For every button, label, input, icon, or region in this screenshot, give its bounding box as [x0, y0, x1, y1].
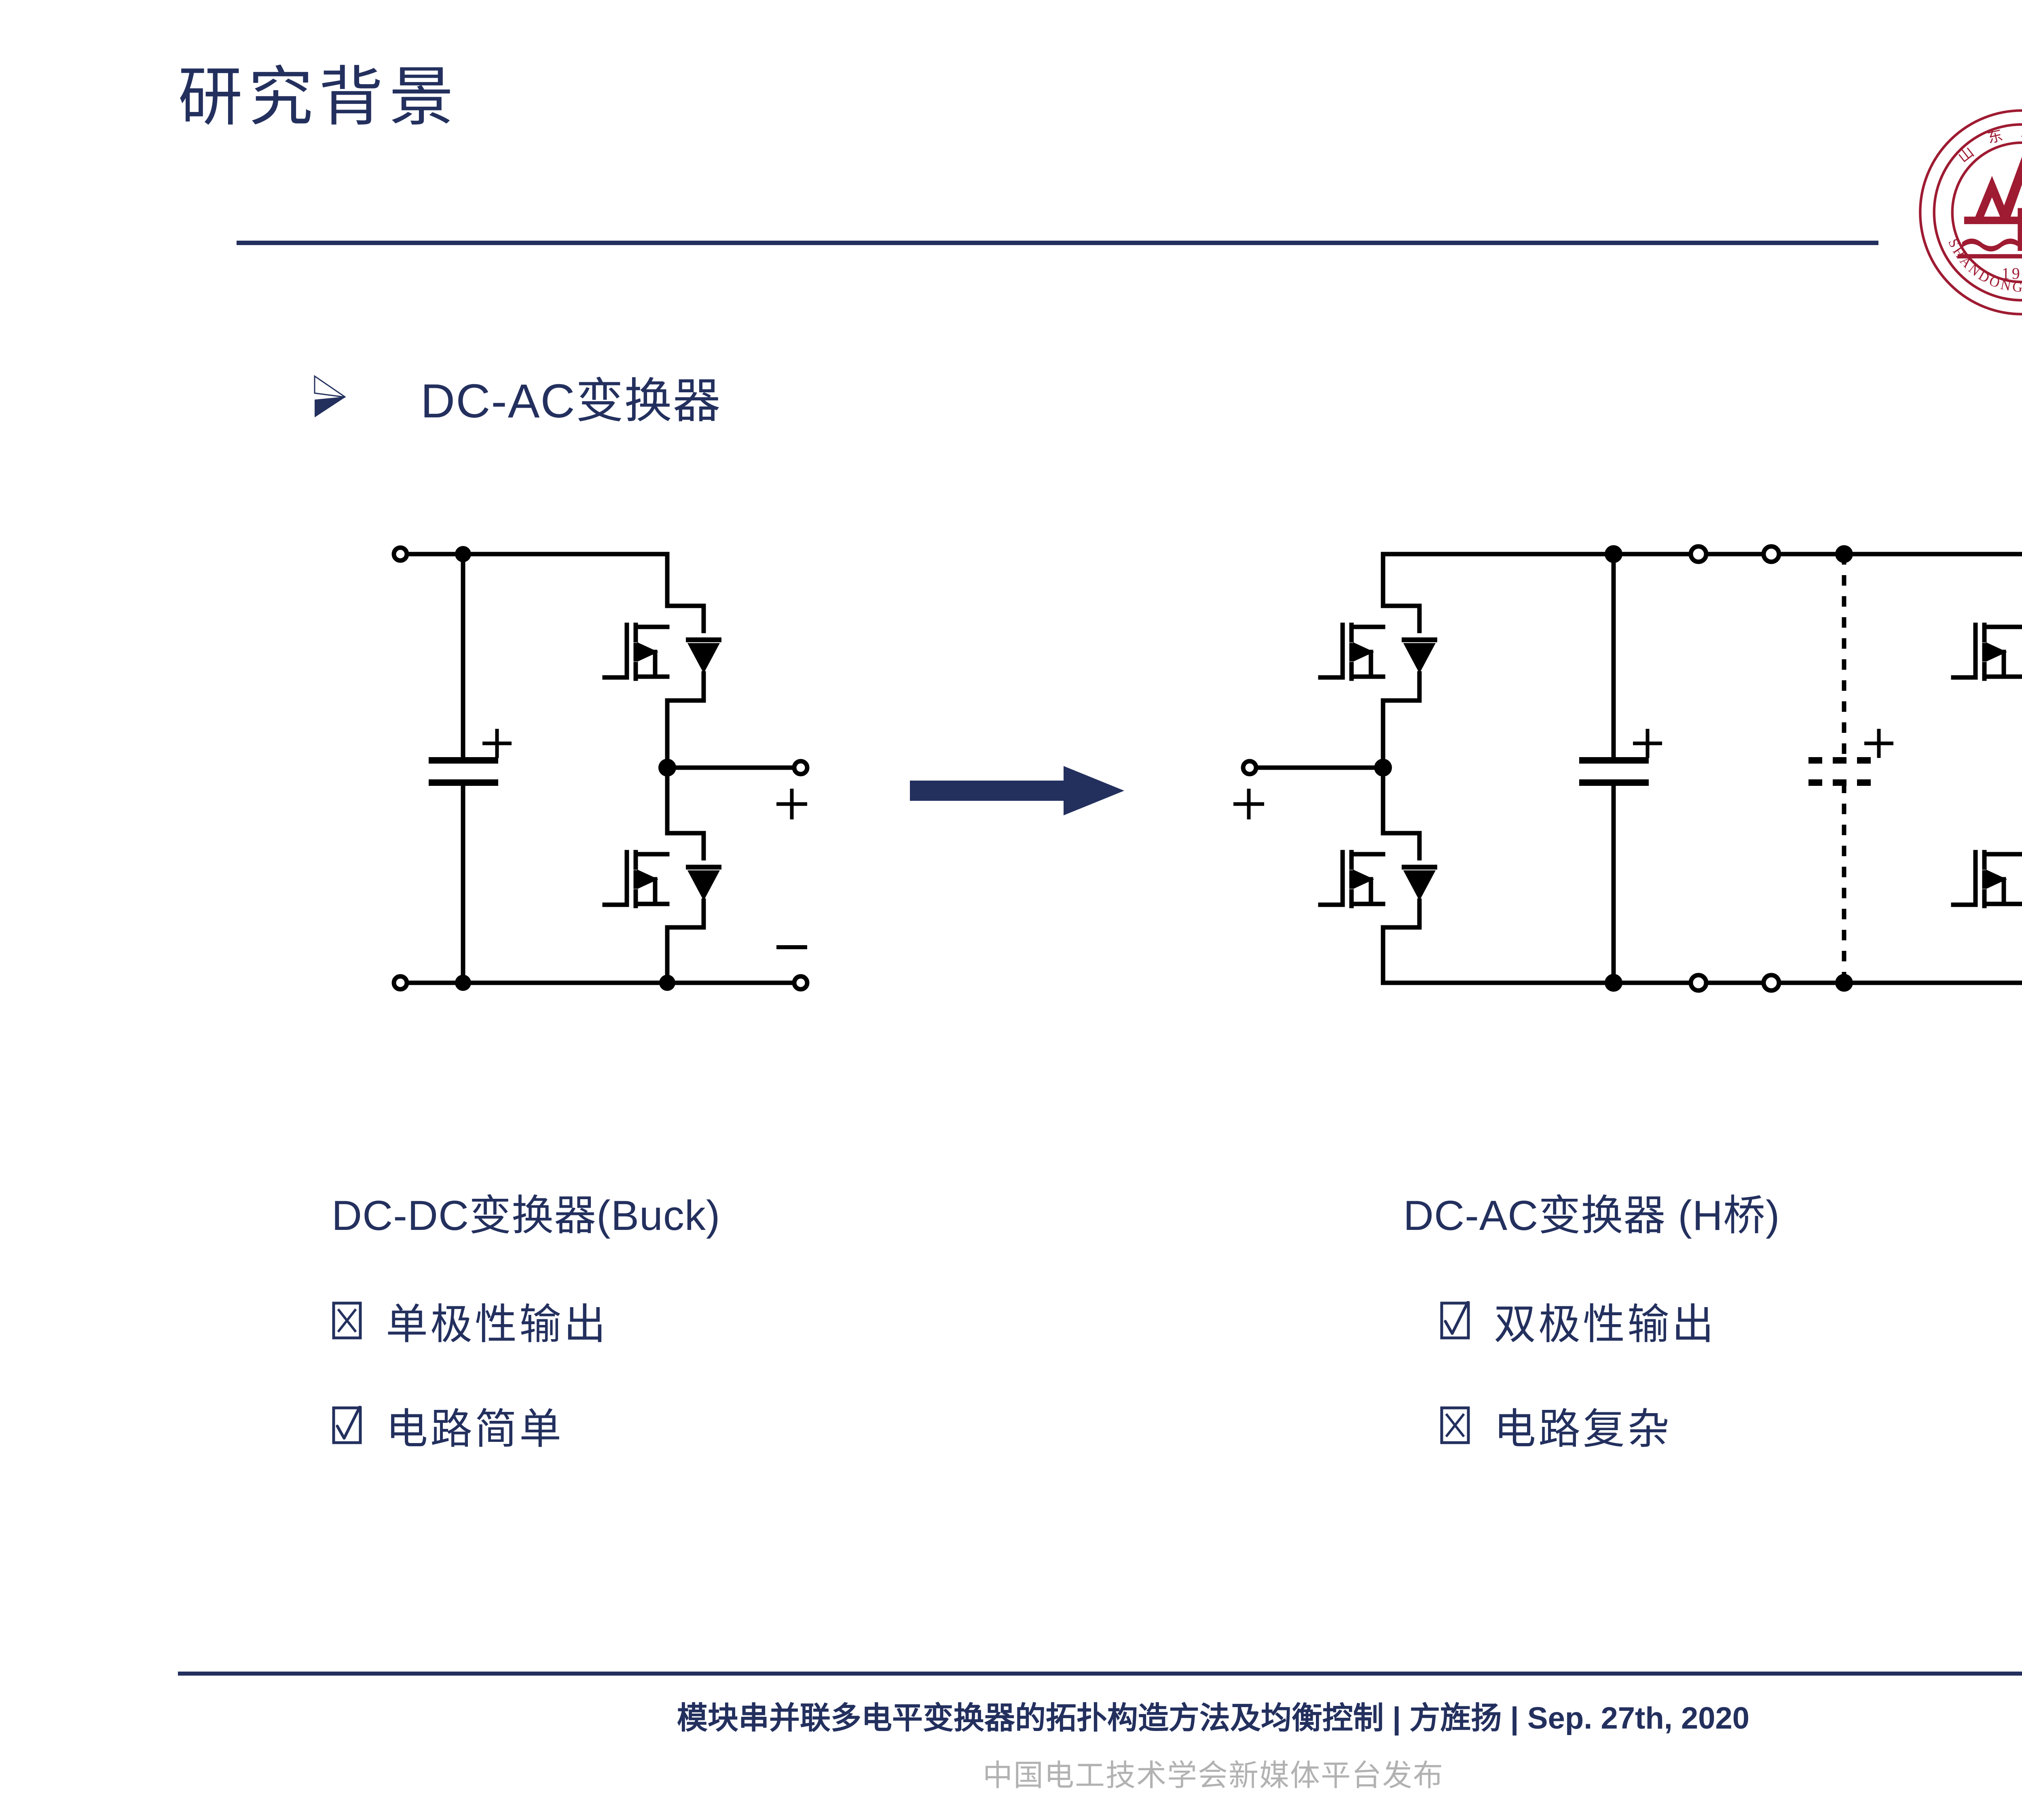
capacitor-dashed-plus-sign [1864, 729, 1893, 758]
junction-dot [659, 975, 675, 991]
mosfet-q1 [1318, 603, 1437, 703]
list-item-label: 双极性输出 [1494, 1301, 1717, 1348]
logo-year: 1901 [2002, 265, 2022, 282]
transform-arrow-icon [910, 766, 1124, 815]
column-left: DC-DC变换器(Buck) 单极性输出 电路简单 [332, 1181, 1140, 1499]
list-item-label: 电路简单 [386, 1406, 564, 1453]
list-item: 电路简单 [332, 1395, 1140, 1456]
node-open [1688, 544, 1709, 564]
mosfet-q3 [1951, 622, 2022, 681]
terminal-in-minus [391, 974, 409, 992]
caption-right: DC-AC变换器 (H桥) [1403, 1192, 1780, 1239]
junction-dot [1374, 759, 1392, 777]
junction-dot [455, 546, 471, 562]
output-plus-sign [776, 789, 807, 819]
capacitor-plus-sign [482, 729, 512, 758]
title-divider-left [237, 241, 1878, 245]
junction-dot [1835, 545, 1853, 563]
caption-left: DC-DC变换器(Buck) [332, 1192, 721, 1239]
mosfet-q4 [1951, 850, 2022, 908]
list-item: 双极性输出 [1440, 1290, 2022, 1351]
node-open [1761, 973, 1781, 993]
check-box-icon [332, 1405, 362, 1444]
mosfet-high-side [602, 603, 721, 703]
junction-dot [658, 759, 676, 777]
shandong-university-logo-icon: 1901 山东大学 SHANDONG UNIVERSITY [1919, 109, 2022, 315]
footer-divider [178, 1672, 2022, 1676]
mosfet-q2 [1318, 831, 1437, 930]
terminal-out-minus [792, 974, 810, 992]
buck-converter-diagram [391, 545, 810, 992]
junction-dot [1835, 974, 1853, 992]
cross-box-icon [1440, 1406, 1470, 1444]
terminal-ac-left [1241, 759, 1258, 777]
junction-dot [1605, 974, 1622, 992]
input-plus-sign [1233, 789, 1264, 819]
list-item-label: 电路复杂 [1494, 1406, 1672, 1453]
mosfet-low-side [602, 831, 721, 930]
watermark-text: 中国电工技术学会新媒体平台发布 [983, 1759, 1444, 1792]
list-item-label: 单极性输出 [386, 1301, 609, 1348]
page-title: 研究背景 [178, 61, 460, 133]
node-open [1688, 973, 1709, 993]
node-open [1761, 544, 1781, 564]
capacitor-solid-plus-sign [1633, 729, 1662, 758]
terminal-out-plus [792, 759, 810, 777]
cross-box-icon [332, 1302, 362, 1339]
bullet-heading: DC-AC变换器 [311, 362, 721, 431]
bullet-heading-label: DC-AC变换器 [421, 375, 721, 428]
column-right: DC-AC变换器 (H桥) 双极性输出 电路复杂 [1403, 1181, 2022, 1499]
junction-dot [455, 975, 471, 991]
junction-dot [1605, 545, 1622, 563]
terminal-in-plus [391, 545, 409, 563]
footer-text: 模块串并联多电平变换器的拓扑构造方法及均衡控制 | 方旌扬 | Sep. 27t… [677, 1701, 1750, 1735]
list-item: 单极性输出 [332, 1290, 1140, 1351]
list-item: 电路复杂 [1440, 1395, 2022, 1456]
arrow-bullet-icon [314, 375, 346, 417]
check-box-icon [1440, 1301, 1470, 1339]
h-bridge-inverter-diagram [1233, 544, 2022, 993]
